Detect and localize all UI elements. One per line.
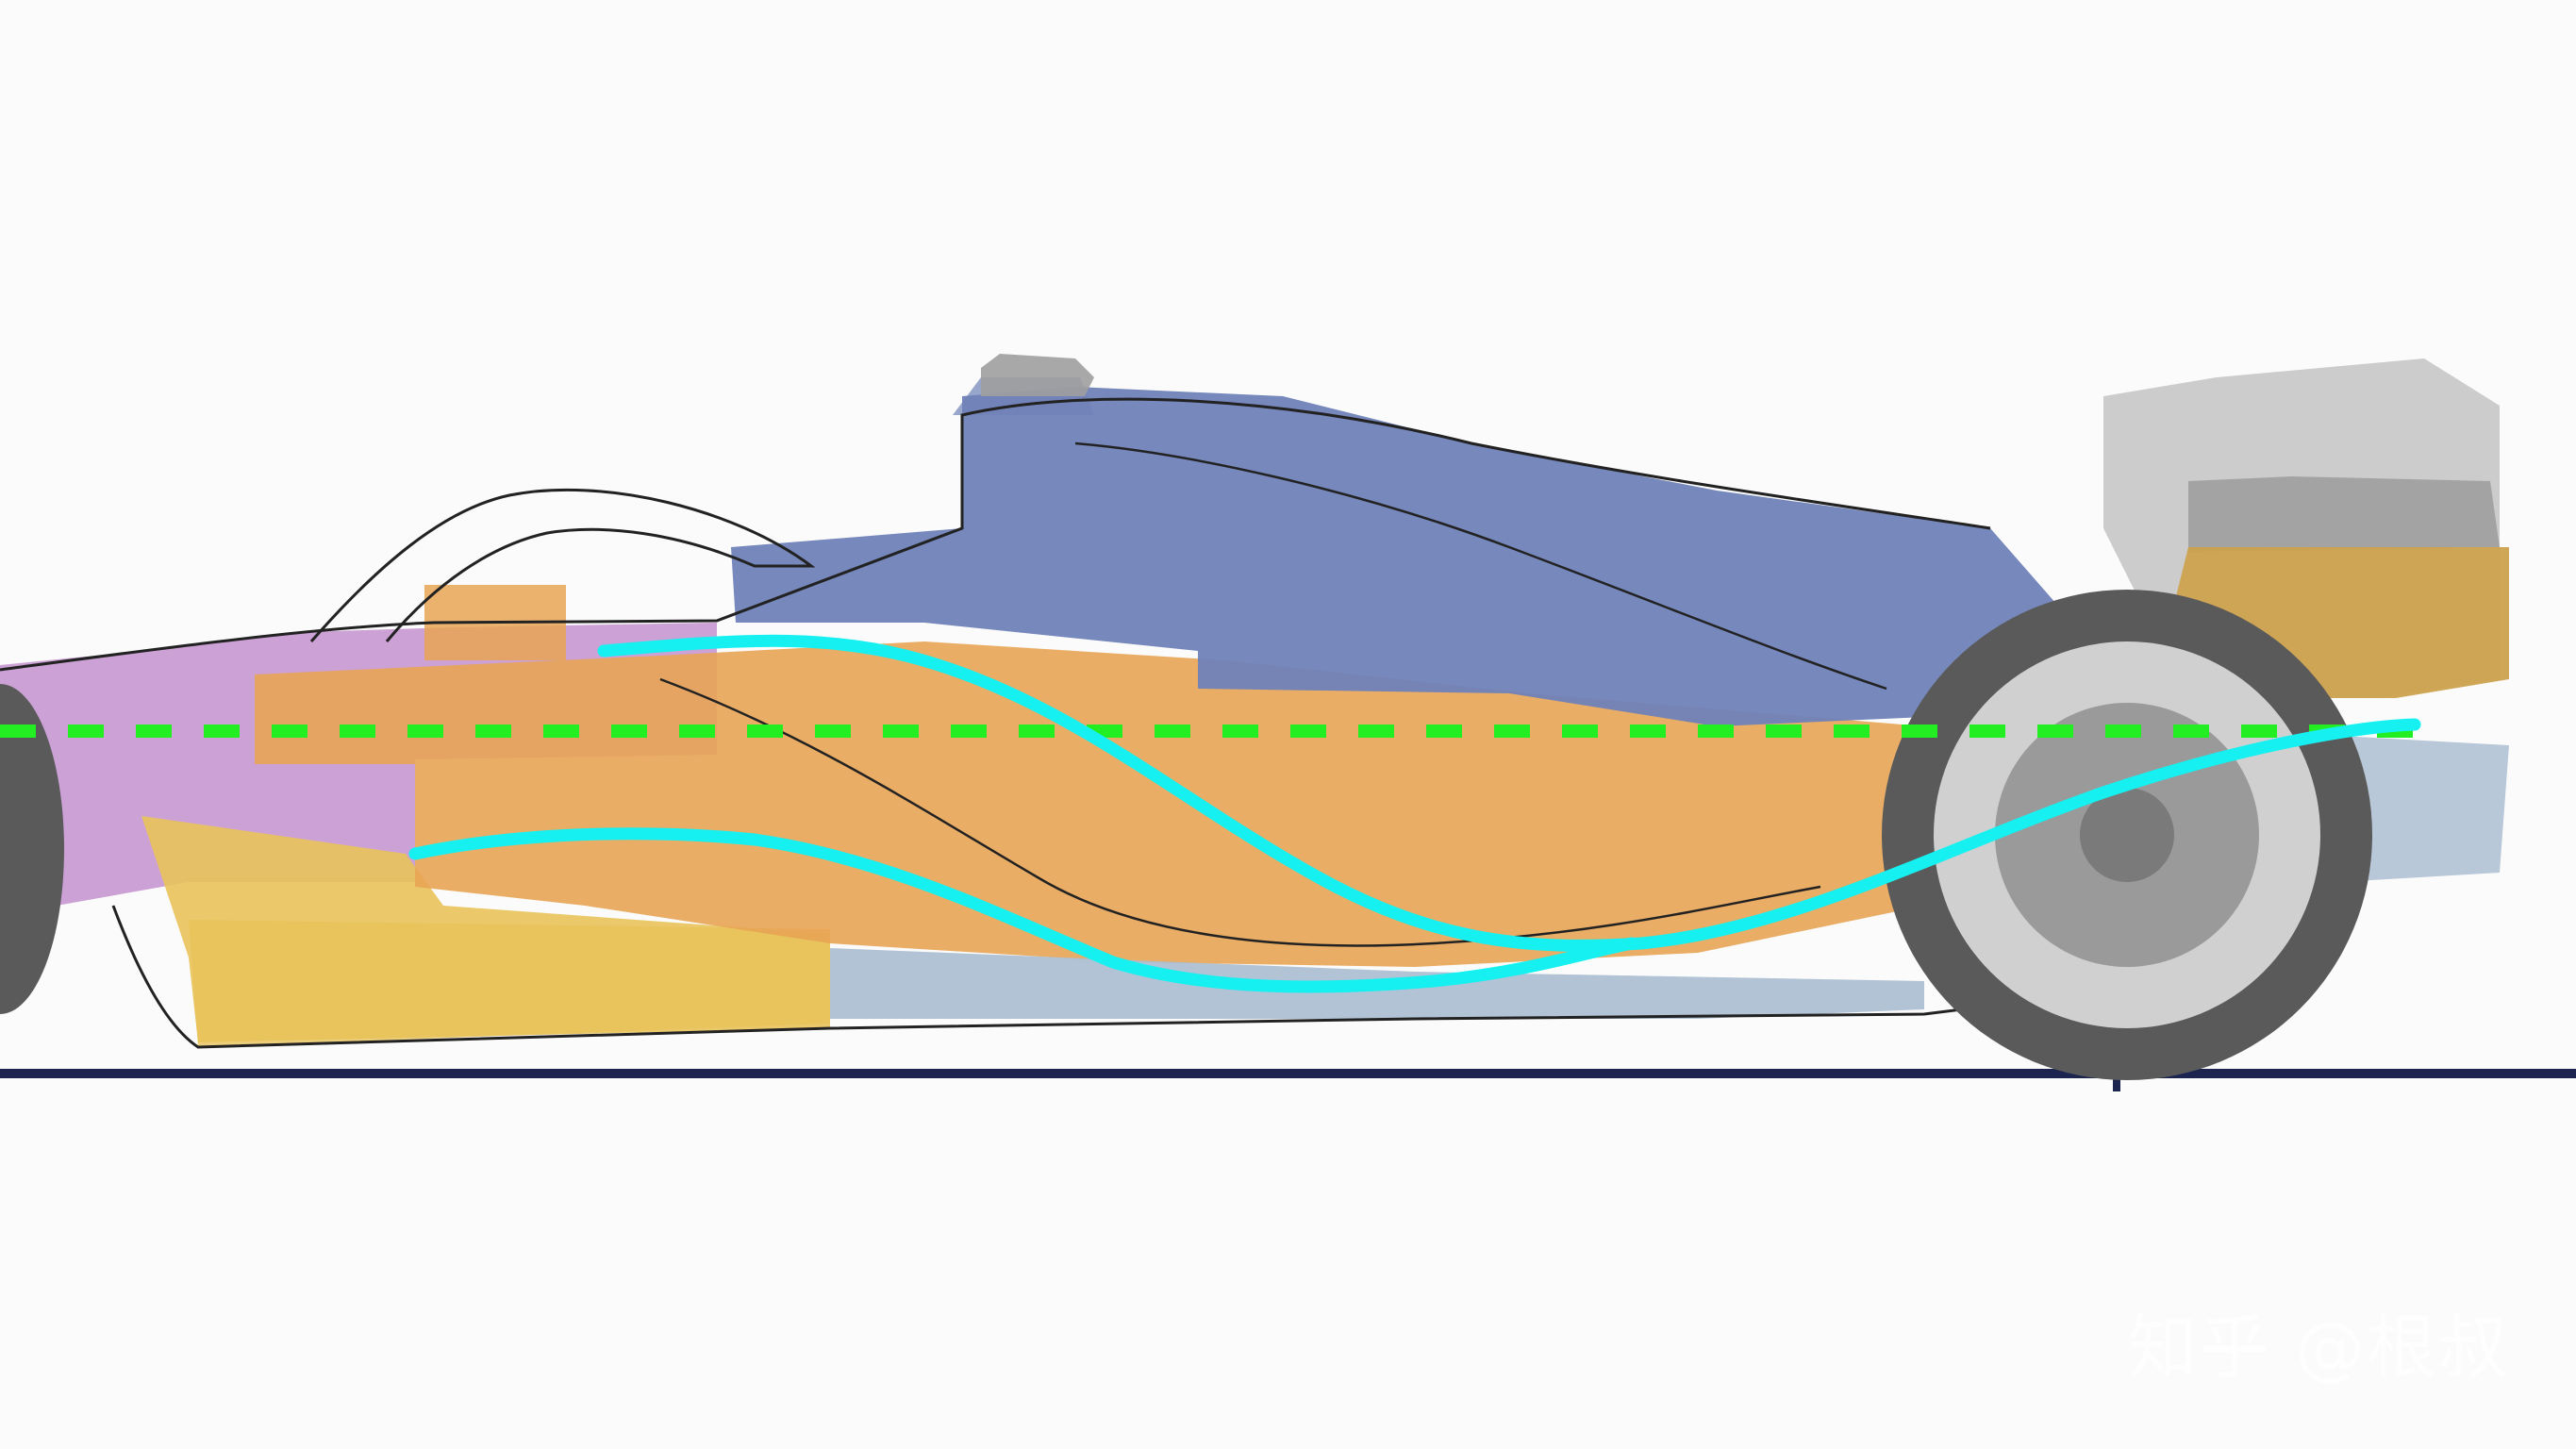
diffuser-block bbox=[2339, 736, 2509, 882]
watermark-text: 知乎 @根叔 bbox=[2127, 1307, 2510, 1389]
ground-tick bbox=[2113, 1069, 2120, 1091]
sidepod-undercut-line bbox=[659, 677, 1821, 947]
body-outline-lower bbox=[111, 905, 2114, 1049]
engine-cover-crease bbox=[1074, 441, 1887, 691]
airflow-lower-curve bbox=[408, 827, 1638, 993]
rear-wing-mainplane bbox=[2188, 476, 2500, 552]
airbox-top bbox=[981, 354, 1094, 396]
rear-hub bbox=[2080, 788, 2174, 882]
front-floor-lower bbox=[189, 920, 830, 1047]
engine-cover bbox=[731, 387, 2056, 726]
sidepod-section bbox=[255, 641, 1924, 967]
body-outline-upper bbox=[0, 397, 1991, 672]
airflow-upper-curve bbox=[597, 634, 2421, 952]
front-tyre bbox=[0, 684, 64, 1014]
halo-outline bbox=[309, 488, 816, 642]
ground-line bbox=[0, 1069, 2576, 1078]
